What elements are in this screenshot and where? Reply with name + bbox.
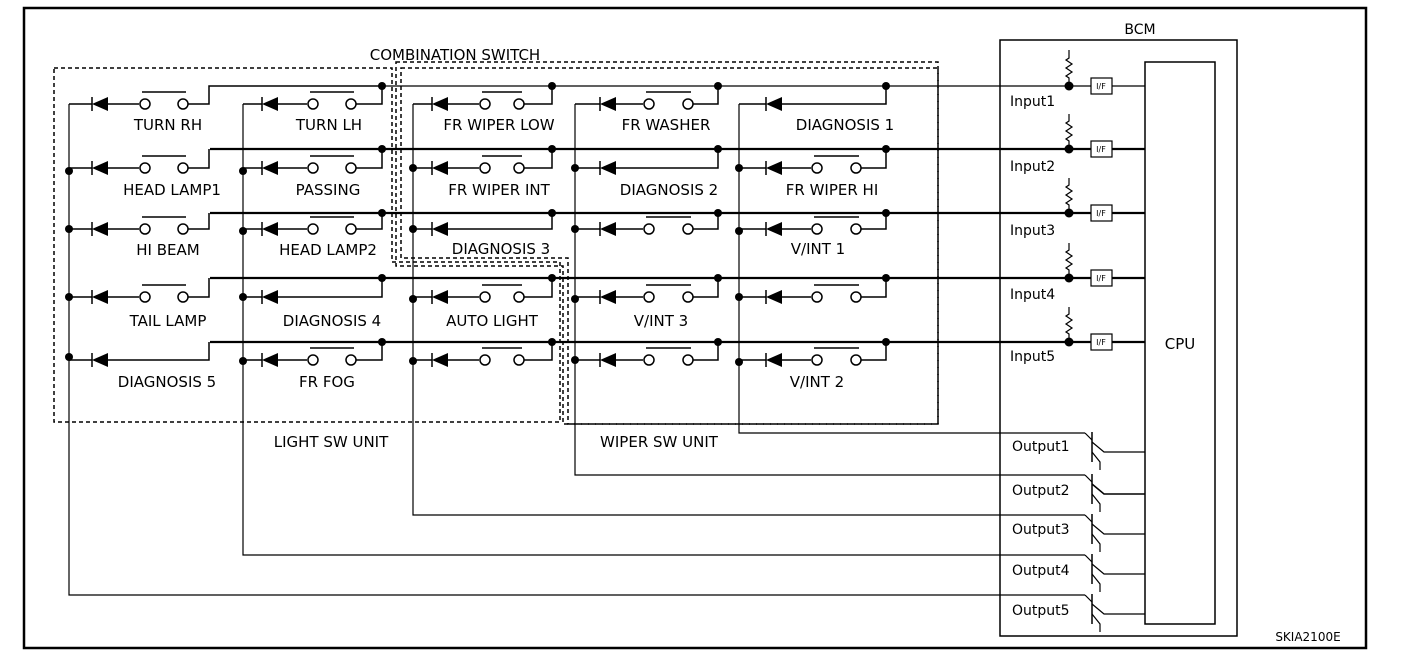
group-boundaries: [53, 61, 939, 425]
bcm-output-1: Output1: [1012, 432, 1145, 470]
output-lines: [68, 104, 1085, 596]
switch-fr-wiper-int: [413, 149, 553, 175]
switch-v-int-3: [575, 278, 719, 304]
label-input-1: Input1: [1010, 94, 1055, 110]
switch-diagnosis-2: [575, 149, 719, 175]
svg-text:I/F: I/F: [1096, 82, 1106, 91]
label-diagnosis-2: DIAGNOSIS 2: [620, 181, 718, 199]
bcm-input-1: I/F Input1: [1010, 50, 1113, 110]
label-diagnosis-1: DIAGNOSIS 1: [796, 116, 894, 134]
bcm-input-2: I/F Input2: [1010, 114, 1113, 175]
label-diagnosis-3: DIAGNOSIS 3: [452, 240, 550, 258]
switch-labels: TURN RH TURN LH FR WIPER LOW FR WASHER D…: [118, 116, 894, 391]
switch-cell-r3c4: [575, 213, 719, 236]
junction-dots: [65, 82, 890, 366]
bcm-input-3: I/F Input3: [1010, 178, 1113, 239]
label-wiper-sw-unit: WIPER SW UNIT: [600, 433, 719, 451]
switch-diagnosis-1: [739, 86, 887, 111]
svg-text:I/F: I/F: [1096, 145, 1106, 154]
bcm-box: [999, 39, 1238, 637]
bcm-output-4: Output4: [1012, 554, 1145, 592]
label-fr-washer: FR WASHER: [622, 116, 711, 134]
label-combination-switch: COMBINATION SWITCH: [370, 46, 540, 64]
label-input-4: Input4: [1010, 287, 1055, 303]
label-turn-lh: TURN LH: [295, 116, 362, 134]
switch-fr-wiper-hi: [739, 149, 887, 175]
label-v-int-1: V/INT 1: [791, 240, 845, 258]
bcm-output-5: Output5: [1012, 594, 1145, 632]
label-output-4: Output4: [1012, 563, 1070, 579]
label-input-3: Input3: [1010, 223, 1055, 239]
switch-fr-fog: [243, 342, 383, 367]
label-hi-beam: HI BEAM: [136, 241, 199, 259]
switch-diagnosis-5: [69, 342, 210, 367]
switch-cell-r5c3: [413, 342, 553, 367]
switch-turn-lh: [243, 86, 383, 111]
figure-frame: [22, 6, 1368, 650]
label-head-lamp2: HEAD LAMP2: [279, 241, 377, 259]
label-output-1: Output1: [1012, 439, 1070, 455]
switch-v-int-2: [739, 342, 887, 367]
bcm-input-4: I/F Input4: [1010, 243, 1113, 303]
label-output-3: Output3: [1012, 522, 1070, 538]
switch-passing: [243, 149, 383, 175]
label-light-sw-unit: LIGHT SW UNIT: [274, 433, 389, 451]
bcm-output-2: Output2: [1012, 474, 1145, 512]
cpu-box: [1144, 61, 1216, 625]
switch-diagnosis-4: [243, 278, 383, 304]
label-v-int-3: V/INT 3: [634, 312, 688, 330]
svg-text:I/F: I/F: [1096, 274, 1106, 283]
switch-hi-beam: [69, 213, 210, 236]
label-bcm: BCM: [1124, 22, 1155, 38]
light-sw-unit-boundary: [53, 67, 561, 423]
switch-head-lamp2: [243, 213, 383, 236]
bcm-module: BCM CPU I/F Input1 I/F Input2 I/F Input3: [999, 22, 1238, 637]
label-v-int-2: V/INT 2: [790, 373, 844, 391]
label-output-2: Output2: [1012, 483, 1070, 499]
label-input-2: Input2: [1010, 159, 1055, 175]
label-fr-wiper-hi: FR WIPER HI: [786, 181, 879, 199]
figure-code: SKIA2100E: [1275, 630, 1340, 644]
label-fr-wiper-int: FR WIPER INT: [448, 181, 550, 199]
switch-tail-lamp: [69, 278, 210, 304]
label-passing: PASSING: [296, 181, 361, 199]
svg-text:I/F: I/F: [1096, 338, 1106, 347]
label-diagnosis-4: DIAGNOSIS 4: [283, 312, 381, 330]
input-bus-lines: [210, 85, 1145, 344]
switch-cells: [69, 85, 887, 367]
switch-fr-wiper-low: [413, 86, 553, 111]
label-output-5: Output5: [1012, 603, 1070, 619]
switch-cell-r5c4: [575, 342, 719, 367]
label-cpu: CPU: [1165, 335, 1196, 353]
label-tail-lamp: TAIL LAMP: [129, 312, 207, 330]
switch-fr-washer: [575, 86, 719, 111]
label-turn-rh: TURN RH: [133, 116, 202, 134]
switch-diagnosis-3: [413, 213, 553, 236]
switch-v-int-1: [739, 213, 887, 236]
switch-head-lamp1: [69, 149, 210, 175]
switch-turn-rh: [69, 85, 382, 111]
switch-cell-r4c5: [739, 278, 887, 304]
label-fr-wiper-low: FR WIPER LOW: [443, 116, 554, 134]
svg-text:I/F: I/F: [1096, 209, 1106, 218]
wiper-sw-unit-boundary: [395, 61, 939, 425]
label-head-lamp1: HEAD LAMP1: [123, 181, 221, 199]
bcm-input-5: I/F Input5: [1010, 307, 1113, 365]
bcm-output-3: Output3: [1012, 514, 1145, 552]
label-diagnosis-5: DIAGNOSIS 5: [118, 373, 216, 391]
label-fr-fog: FR FOG: [299, 373, 355, 391]
switch-auto-light: [413, 278, 553, 304]
label-auto-light: AUTO LIGHT: [446, 312, 539, 330]
label-input-5: Input5: [1010, 349, 1055, 365]
